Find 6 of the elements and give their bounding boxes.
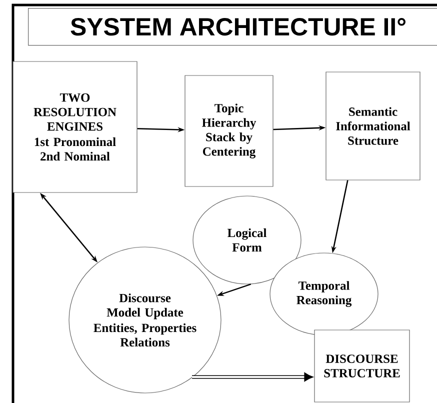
arrow [192,372,314,382]
process-box: TWO RESOLUTION ENGINES 1st Pronominal 2nd Nominal [12,61,138,193]
process-box: Topic Hierarchy Stack by Centering [184,75,274,187]
title-banner: SYSTEM ARCHITECTURE II° [28,8,437,46]
process-box: Semantic Informational Structure [326,72,420,180]
process-box: DISCOURSE STRUCTURE [314,330,410,402]
